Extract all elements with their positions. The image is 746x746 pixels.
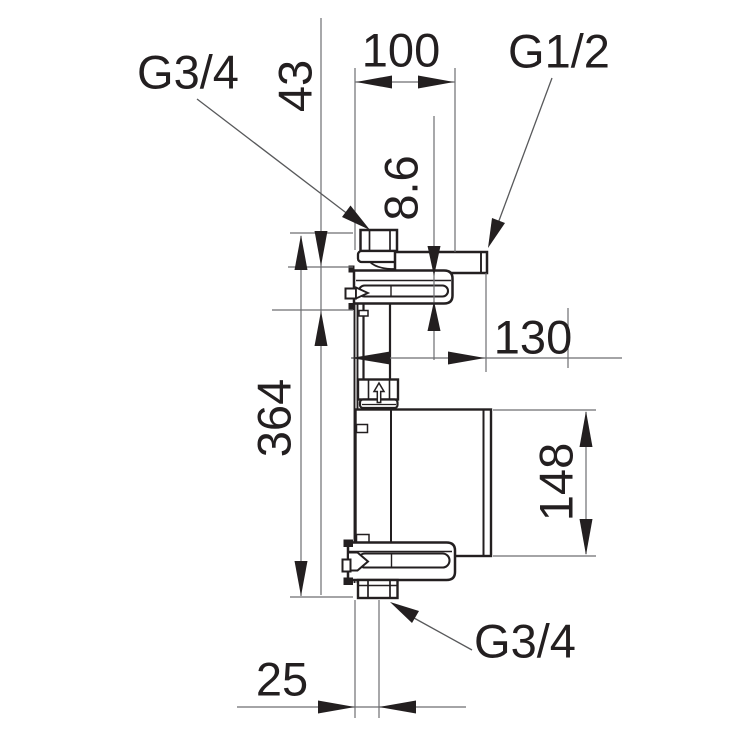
wall-section-ticks [343,265,355,585]
arrow-148-up [579,411,593,447]
arrow-100-right [418,75,454,89]
dim-text-8-6: 8.6 [374,155,428,221]
label-outlet-g12: G1/2 [508,24,610,78]
upper-fixing-screw [344,287,357,300]
label-inlet-g34-top: G3/4 [137,45,239,99]
dim-text-148: 148 [529,442,583,522]
arrow-43-up [314,311,328,346]
dimension-lines [237,18,622,718]
arrow-25-left [379,700,416,714]
section-tick [343,539,353,547]
label-outlet-g34-bottom: G3/4 [474,614,576,668]
arrow-100-left [356,75,392,89]
leader-g12 [496,77,553,227]
top-hex-nut [359,228,399,253]
upper-arm-slot [357,284,450,298]
dim-text-364: 364 [247,378,301,458]
section-tick [348,303,355,310]
dimension-arrowheads [294,75,593,714]
arrow-8-6-down [427,246,441,276]
nut-shoulder-curve [369,261,396,270]
arrow-364-up [294,235,308,270]
leader-g34-top [196,98,350,216]
arrow-148-down [579,519,593,555]
lower-arm-slot [356,552,451,569]
dim-text-43: 43 [268,59,322,113]
leader-arrow-g12 [488,218,505,248]
dim-text-130: 130 [493,310,573,364]
rail-clip-tab [358,309,369,317]
fixture-outline [341,228,493,600]
arrow-43-down [314,231,328,266]
arrow-8-6-up [427,301,441,331]
dim-text-100: 100 [361,23,441,77]
upper-screw-tip [355,286,371,300]
lower-fixing-screw [341,558,352,573]
flow-direction-arrow [372,381,386,404]
section-tick [348,265,355,273]
leader-arrow-g34-bottom [390,602,419,623]
arrow-364-down [294,561,308,596]
body-tab [355,423,369,434]
leader-g34-bottom [413,617,473,651]
arrow-130-left [351,351,390,365]
bottom-fitting [356,578,399,600]
top-nut-collar [356,249,400,264]
main-body [354,408,493,558]
section-tick [343,577,353,585]
dim-text-25: 25 [255,652,309,706]
arrow-25-right [318,700,355,714]
arrow-130-right [448,351,485,365]
leader-lines [196,77,553,651]
leader-arrow-g34-top [342,205,370,230]
